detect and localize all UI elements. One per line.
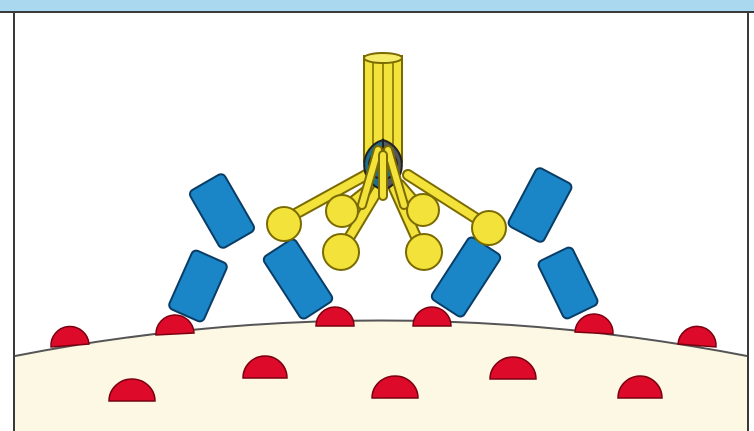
antigen (678, 326, 716, 347)
c1-head (267, 207, 301, 241)
c1-head (406, 234, 442, 270)
heavy-domain (537, 246, 599, 320)
antigen (575, 314, 613, 334)
c1-head (326, 195, 358, 227)
header-band (0, 0, 754, 12)
c1-head (407, 194, 439, 226)
antigen (316, 307, 354, 326)
heavy-domain (507, 166, 573, 243)
c1-head (472, 211, 506, 245)
antigen (413, 307, 451, 326)
left-antibody-fab-outer-lower (168, 249, 229, 323)
left-antibody-fab-outer (188, 172, 256, 249)
c1-stalk-top (364, 53, 402, 63)
c1-head (323, 234, 359, 270)
right-antibody-fab-outer (507, 166, 573, 243)
right-antibody (430, 166, 599, 320)
antigen (51, 326, 89, 347)
antigen (156, 315, 194, 335)
right-antibody-fab-outer-lower (537, 246, 599, 320)
heavy-domain (188, 172, 256, 249)
c1-core (362, 53, 404, 205)
left-antibody (168, 172, 334, 323)
heavy-domain (168, 249, 229, 323)
